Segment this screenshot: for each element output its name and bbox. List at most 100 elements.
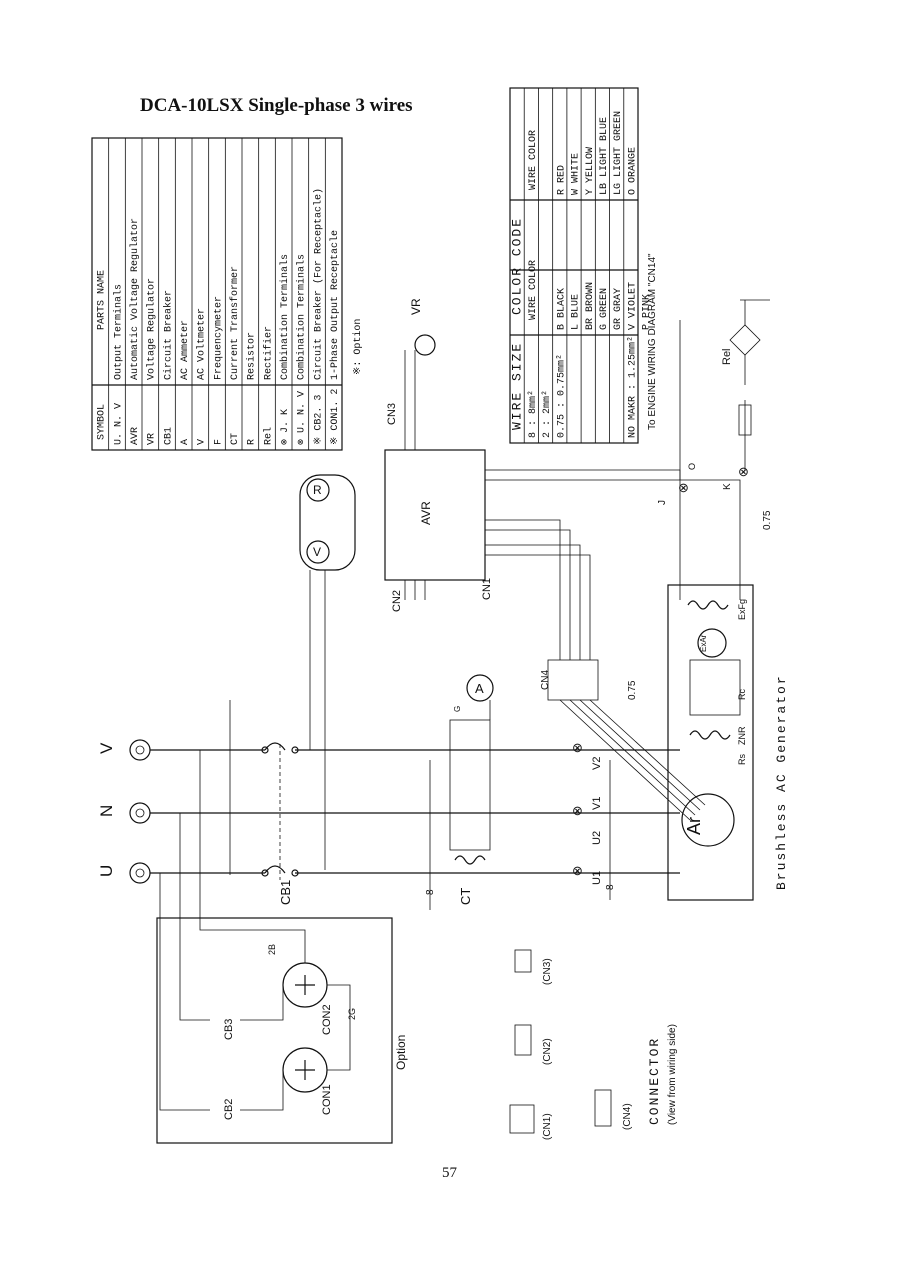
rectifier-circuit: ⊗ ⊗ J K Rel O To ENGINE WIRING DIAGRAM "… — [647, 253, 770, 505]
parts-row-symbol: ※ CON1. 2 — [330, 389, 341, 445]
terminal-j: ⊗ — [678, 480, 689, 495]
znr-label: ZNR — [737, 726, 747, 745]
exar-label: ExAr — [699, 634, 708, 652]
color-row-left: L BLUE — [571, 294, 582, 330]
wire-075-label-b: 0.75 — [762, 510, 773, 530]
parts-row-symbol: ⊗ U. N. V — [297, 391, 308, 445]
terminal-u-label: U — [97, 865, 116, 877]
wire-8-label-a: 8 — [425, 889, 436, 895]
color-code-header: COLOR CODE — [510, 217, 525, 315]
color-subheader-right: WIRE COLOR — [528, 130, 539, 190]
parts-row-name: AC Voltmeter — [196, 308, 208, 380]
color-row-right: R RED — [556, 165, 567, 195]
vr-label: VR — [409, 298, 423, 315]
cn4-label: CN4 — [540, 670, 551, 690]
avr-wires: 0.75 0.75 CN4 — [500, 469, 773, 821]
ct-label: CT — [458, 888, 473, 905]
combo-terminal-u: ⊗ — [572, 863, 583, 878]
parts-row-name: Combination Terminals — [296, 254, 308, 380]
parts-row-symbol: U. N. V — [113, 403, 124, 445]
parts-header-name: PARTS NAME — [97, 270, 108, 330]
rc-label: Rc — [737, 689, 747, 700]
rel-label: Rel — [721, 348, 733, 365]
parts-row-symbol: CB1 — [163, 427, 174, 445]
cn2-connector-label: (CN2) — [542, 1038, 553, 1065]
color-row-right: W WHITE — [571, 153, 582, 195]
parts-row-symbol: V — [197, 439, 208, 445]
connector-title: CONNECTOR — [647, 1037, 662, 1125]
parts-row-name: AC Ammeter — [180, 320, 191, 380]
color-row-left: V VIOLET — [627, 282, 638, 330]
parts-row-symbol: AVR — [130, 427, 141, 445]
wire-size-header: WIRE SIZE — [510, 342, 525, 430]
con1-label: CON1 — [321, 1084, 333, 1115]
parts-row-symbol: CT — [230, 433, 241, 445]
generator-block: Ar ExAr ZNR Rc Rs ExFg Brushless AC Gene… — [591, 584, 789, 901]
parts-row-symbol: ※ CB2. 3 — [313, 395, 324, 445]
combo-terminal-v: ⊗ — [572, 740, 583, 755]
wire-size-row: NO MAKR : 1.25mm² — [627, 336, 638, 438]
parts-row-symbol: Rel — [262, 427, 274, 445]
voltmeter-symbol: V — [313, 545, 321, 559]
svg-text:G: G — [453, 706, 462, 712]
parts-row-symbol: A — [180, 439, 191, 445]
wire-8-label-b: 8 — [605, 884, 616, 890]
color-row-left: P PINK — [642, 294, 653, 330]
color-row-left: BR BROWN — [585, 282, 596, 330]
combo-terminal-n: ⊗ — [572, 803, 583, 818]
label-o: O — [687, 463, 697, 470]
cn2-label: CN2 — [391, 590, 403, 612]
v1-label: V1 — [591, 797, 603, 810]
cn1-connector-label: (CN1) — [542, 1113, 553, 1140]
option-box: Option CON2 CON1 CB3 CB2 2B 2G — [156, 750, 408, 1144]
parts-row-name: Output Terminals — [112, 284, 124, 380]
terminal-k: ⊗ — [738, 464, 749, 479]
parts-row-name: Resistor — [246, 332, 258, 380]
wire-075-label-a: 0.75 — [627, 680, 638, 700]
meters: V R — [299, 474, 356, 870]
avr-label: AVR — [419, 501, 433, 525]
color-row-left: B BLACK — [556, 288, 567, 330]
parts-row-symbol: F — [213, 439, 224, 445]
parts-row-symbol: VR — [147, 433, 158, 445]
parts-row-name: Current Transformer — [229, 266, 241, 380]
color-row-left: GR GRAY — [613, 288, 624, 330]
parts-note: ※: Option — [352, 319, 364, 375]
option-label: Option — [394, 1035, 408, 1070]
freqmeter-symbol: R — [313, 483, 322, 497]
cn4-connector-label: (CN4) — [622, 1103, 633, 1130]
wire-2b-label: 2B — [267, 944, 277, 955]
parts-row-symbol: ⊗ J. K — [280, 409, 291, 445]
color-row-right: O ORANGE — [627, 147, 638, 195]
color-row-right: LG LIGHT GREEN — [613, 111, 624, 195]
output-terminals: V N U — [97, 739, 151, 884]
ammeter-symbol: A — [475, 681, 484, 696]
cn3-label: CN3 — [386, 403, 398, 425]
parts-row-symbol: R — [247, 439, 258, 445]
cb1-label: CB1 — [278, 880, 293, 905]
terminal-v-label: V — [97, 742, 116, 754]
v2-label: V2 — [591, 757, 603, 770]
parts-row-name: Combination Terminals — [279, 254, 291, 380]
parts-row-name: Rectifier — [262, 326, 274, 380]
engine-note: To ENGINE WIRING DIAGRAM "CN14" — [647, 253, 658, 430]
color-row-left: G GREEN — [599, 288, 610, 330]
u1-label: U1 — [591, 871, 603, 885]
avr-unit: AVR CN2 CN1 CN3 — [384, 403, 500, 612]
color-subheader-left: WIRE COLOR — [528, 260, 539, 320]
color-row-right: Y YELLOW — [585, 147, 596, 195]
current-transformer: CT A G — [449, 674, 494, 905]
parts-row-name: Circuit Breaker (For Receptacle) — [312, 188, 324, 380]
wire-size-row: 8 : 8mm² — [528, 390, 539, 438]
parts-row-name: Automatic Voltage Regulator — [129, 218, 141, 380]
wire-size-row: 2 : 2mm² — [542, 390, 553, 438]
main-bus: CB1 ⊗ ⊗ ⊗ 8 8 — [150, 700, 680, 910]
label-k: K — [722, 483, 733, 490]
cb2-label: CB2 — [223, 1099, 235, 1120]
page-number: 57 — [442, 1165, 457, 1181]
u2-label: U2 — [591, 831, 603, 845]
parts-row-name: 1-Phase Output Receptacle — [329, 230, 341, 380]
